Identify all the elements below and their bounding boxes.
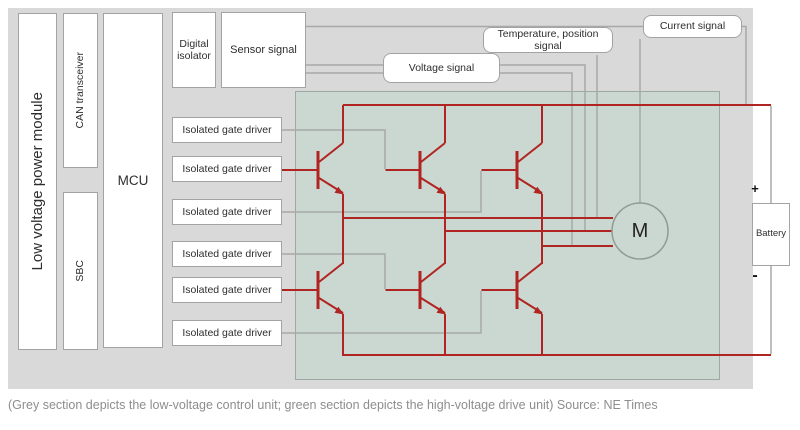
low-voltage-power-module-box: Low voltage power module (18, 13, 57, 350)
temperature-position-signal-box: Temperature, position signal (483, 27, 613, 53)
isolated-gate-driver-label: Isolated gate driver (182, 123, 272, 136)
isolated-gate-driver-box-5: Isolated gate driver (172, 277, 282, 303)
gate-route-4 (282, 253, 386, 289)
voltage-signal-box: Voltage signal (383, 53, 500, 83)
isolated-gate-driver-label: Isolated gate driver (182, 283, 272, 296)
transistor-bottom-b (418, 261, 448, 316)
mcu-label: MCU (117, 172, 149, 188)
transistor-bottom-a (316, 261, 346, 316)
current-signal-wire (306, 25, 747, 105)
voltage-signal-wire-phase-c (306, 72, 573, 246)
battery-label: Battery (755, 228, 787, 240)
isolated-gate-driver-label: Isolated gate driver (182, 247, 272, 260)
transistor-top-a (316, 141, 346, 196)
caption: (Grey section depicts the low-voltage co… (8, 398, 658, 412)
mcu-box: MCU (103, 13, 163, 348)
isolated-gate-driver-box-6: Isolated gate driver (172, 320, 282, 346)
battery-box: Battery (752, 203, 790, 266)
gate-route-1 (282, 129, 386, 169)
can-transceiver-label: CAN transceiver (74, 52, 87, 129)
motor-circle (611, 202, 669, 260)
sensor-signal-box: Sensor signal (221, 12, 306, 88)
gate-route-3 (282, 171, 482, 213)
isolated-gate-driver-label: Isolated gate driver (182, 205, 272, 218)
sbc-box: SBC (63, 192, 98, 350)
gate-route-6 (282, 291, 482, 334)
battery-plus-label: + (751, 180, 759, 196)
sbc-label: SBC (74, 260, 87, 282)
voltage-signal-label: Voltage signal (408, 61, 475, 74)
power-wires (282, 104, 771, 356)
current-signal-box: Current signal (643, 15, 742, 38)
isolated-gate-driver-box-2: Isolated gate driver (172, 156, 282, 182)
transistor-top-c (515, 141, 545, 196)
sensor-signal-label: Sensor signal (230, 43, 297, 56)
isolated-gate-driver-label: Isolated gate driver (182, 326, 272, 339)
digital-isolator-label: Digital isolator (177, 37, 211, 62)
isolated-gate-driver-box-1: Isolated gate driver (172, 117, 282, 143)
isolated-gate-driver-label: Isolated gate driver (182, 162, 272, 175)
transistor-top-b (418, 141, 448, 196)
temperature-position-signal-label: Temperature, position signal (497, 27, 599, 52)
current-signal-label: Current signal (659, 20, 726, 33)
isolated-gate-driver-box-3: Isolated gate driver (172, 199, 282, 225)
transistors (316, 141, 545, 316)
battery-minus-label: - (752, 267, 758, 284)
isolated-gate-driver-box-4: Isolated gate driver (172, 241, 282, 267)
motor-label: M (631, 219, 649, 242)
can-transceiver-box: CAN transceiver (63, 13, 98, 168)
signal-wires (282, 25, 772, 354)
digital-isolator-box: Digital isolator (172, 12, 216, 88)
transistor-bottom-c (515, 261, 545, 316)
low-voltage-power-module-label: Low voltage power module (28, 92, 46, 271)
